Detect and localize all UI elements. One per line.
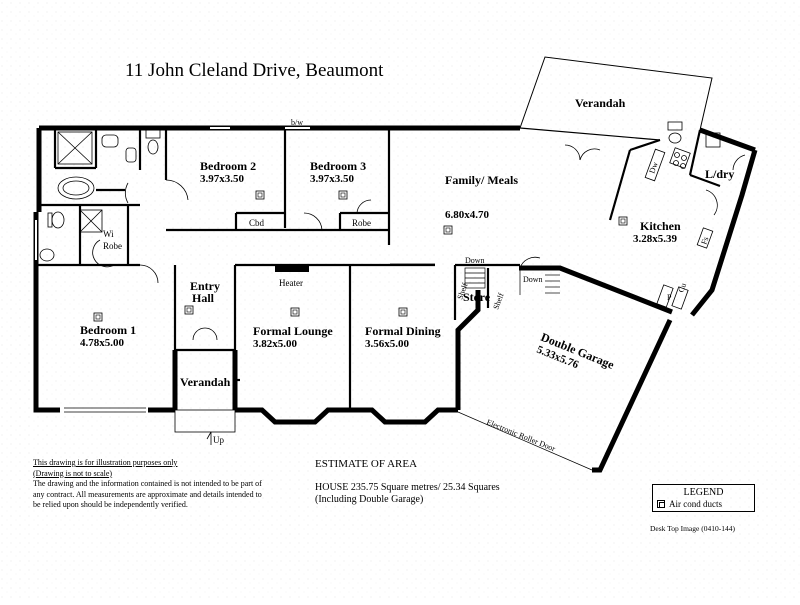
- door-swings: [92, 144, 746, 341]
- duct-bedroom1: [93, 312, 103, 322]
- p-label: P: [667, 293, 672, 302]
- disclaimer: This drawing is for illustration purpose…: [33, 458, 263, 511]
- area-estimate: ESTIMATE OF AREA HOUSE 235.75 Square met…: [315, 458, 500, 506]
- verandah-rear: [519, 56, 713, 131]
- kitchen-dim: 3.28x5.39: [633, 233, 678, 245]
- down1-label: Down: [465, 256, 485, 265]
- formal-lounge-label: Formal Lounge: [253, 324, 333, 338]
- bedroom1-label: Bedroom 1: [80, 323, 136, 337]
- heater-unit: [275, 265, 309, 272]
- formal-dining-label: Formal Dining: [365, 324, 441, 338]
- disclaimer-body: The drawing and the information containe…: [33, 479, 262, 509]
- heater-label: Heater: [279, 278, 303, 288]
- legend-item: Air cond ducts: [669, 499, 722, 509]
- duct-family: [443, 225, 453, 235]
- ldry-label: L/dry: [705, 167, 734, 181]
- stairs: [464, 267, 560, 295]
- store-label: Store: [463, 290, 491, 304]
- verandah-rear-wall: [519, 127, 661, 141]
- wi-label: Wi: [103, 229, 114, 239]
- interior-walls: [36, 128, 721, 410]
- family-dim: 6.80x4.70: [445, 209, 490, 221]
- formal-lounge-dim: 3.82x5.00: [253, 338, 298, 350]
- page-title: 11 John Cleland Drive, Beaumont: [125, 60, 384, 81]
- roller-door-line: [457, 411, 593, 471]
- verandah-front-label: Verandah: [180, 375, 231, 389]
- disclaimer-line1: This drawing is for illustration purpose…: [33, 458, 178, 467]
- legend-row: Air cond ducts: [657, 499, 750, 509]
- bedroom2-dim: 3.97x3.50: [200, 173, 245, 185]
- duct-entry: [184, 305, 194, 315]
- cu-label: Cu: [676, 282, 688, 294]
- bedroom3-label: Bedroom 3: [310, 159, 366, 173]
- legend-title: LEGEND: [683, 487, 724, 498]
- bathroom-fixtures: [39, 121, 721, 262]
- bw-label: b/w: [291, 118, 303, 127]
- kitchen-label: Kitchen: [640, 219, 681, 233]
- bedroom3-dim: 3.97x3.50: [310, 173, 355, 185]
- estimate-line1: HOUSE 235.75 Square metres/ 25.34 Square…: [315, 482, 500, 493]
- bedroom1-dim: 4.78x5.00: [80, 337, 125, 349]
- entry-label: Entry: [190, 279, 220, 293]
- down2-label: Down: [523, 275, 543, 284]
- window-lines: [33, 220, 146, 413]
- wi-robe-label: Robe: [103, 241, 122, 251]
- estimate-heading: ESTIMATE OF AREA: [315, 458, 418, 470]
- credit: Desk Top Image (0410-144): [650, 524, 735, 533]
- cbd-label: Cbd: [249, 218, 265, 228]
- robe-label: Robe: [352, 218, 371, 228]
- dw-label: Dw: [647, 161, 659, 175]
- duct-bedroom2: [255, 190, 265, 200]
- kitchen-fixtures: [644, 147, 714, 310]
- up-label: Up: [213, 435, 224, 445]
- verandah-rear-label: Verandah: [575, 96, 626, 110]
- estimate-line2: (Including Double Garage): [315, 494, 424, 505]
- disclaimer-line2: (Drawing is not to scale): [33, 468, 113, 478]
- front-verandah-detail: [174, 409, 236, 445]
- family-label: Family/ Meals: [445, 173, 518, 187]
- duct-dining: [398, 307, 408, 317]
- duct-bedroom3: [338, 190, 348, 200]
- formal-dining-dim: 3.56x5.00: [365, 338, 410, 350]
- bedroom2-label: Bedroom 2: [200, 159, 256, 173]
- exterior-walls: [33, 125, 758, 473]
- air-duct-icon: [657, 500, 665, 508]
- duct-kitchen: [618, 216, 628, 226]
- duct-lounge: [290, 307, 300, 317]
- legend: LEGEND Air cond ducts: [652, 484, 755, 512]
- windows: [35, 127, 310, 411]
- fs-label: Fs: [699, 235, 710, 245]
- hall-label: Hall: [192, 291, 215, 305]
